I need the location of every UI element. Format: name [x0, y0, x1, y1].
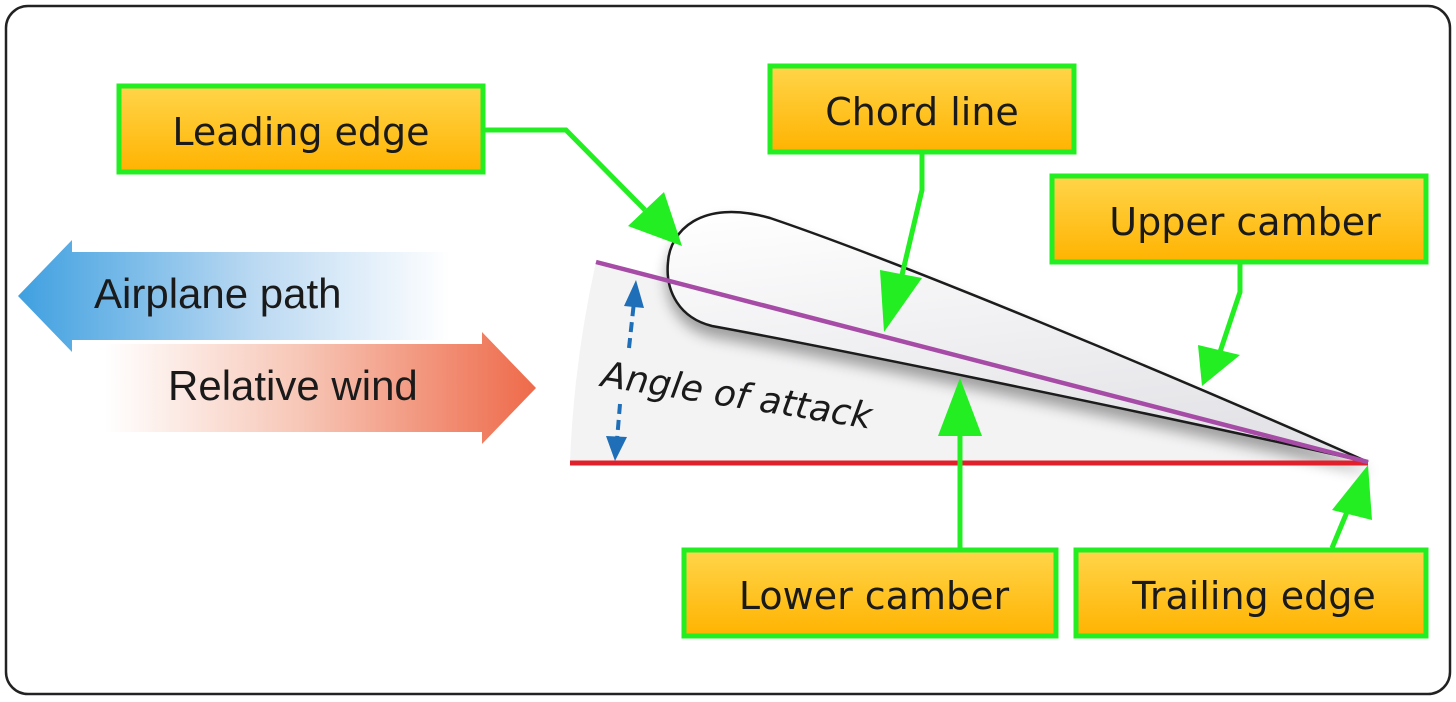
trailing-edge-label-box: Trailing edge	[1073, 547, 1429, 639]
leading-edge-arrowhead	[628, 192, 682, 246]
trailing-edge-label: Trailing edge	[1131, 574, 1376, 618]
chord-line	[595, 259, 1369, 465]
upper-camber-arrowhead	[1198, 345, 1240, 386]
leading-edge-label: Leading edge	[172, 110, 429, 154]
aoa-arrow-up	[624, 280, 644, 349]
lower-camber-arrowhead	[938, 378, 982, 436]
upper-camber-label-box: Upper camber	[1049, 173, 1429, 265]
aoa-arrow-down	[606, 403, 627, 461]
upper-camber-label: Upper camber	[1109, 200, 1381, 244]
chord-line-label: Chord line	[825, 90, 1019, 134]
chord-line-leader	[899, 154, 925, 276]
relative-wind-text: Relative wind	[168, 362, 418, 409]
lower-camber-label-box: Lower camber	[681, 547, 1059, 639]
chord-line-arrowhead	[880, 270, 922, 332]
relative-wind-arrow: Relative wind	[105, 332, 536, 444]
trailing-edge-arrowhead	[1332, 465, 1372, 520]
leading-edge-leader	[484, 127, 647, 212]
airplane-path-arrow: Airplane path	[18, 240, 450, 352]
upper-camber-leader	[1217, 264, 1243, 353]
airplane-path-text: Airplane path	[94, 270, 342, 317]
airfoil-shape	[666, 210, 1369, 464]
leading-edge-label-box: Leading edge	[116, 83, 486, 175]
chord-line-label-box: Chord line	[767, 63, 1077, 155]
lower-camber-label: Lower camber	[739, 574, 1010, 618]
